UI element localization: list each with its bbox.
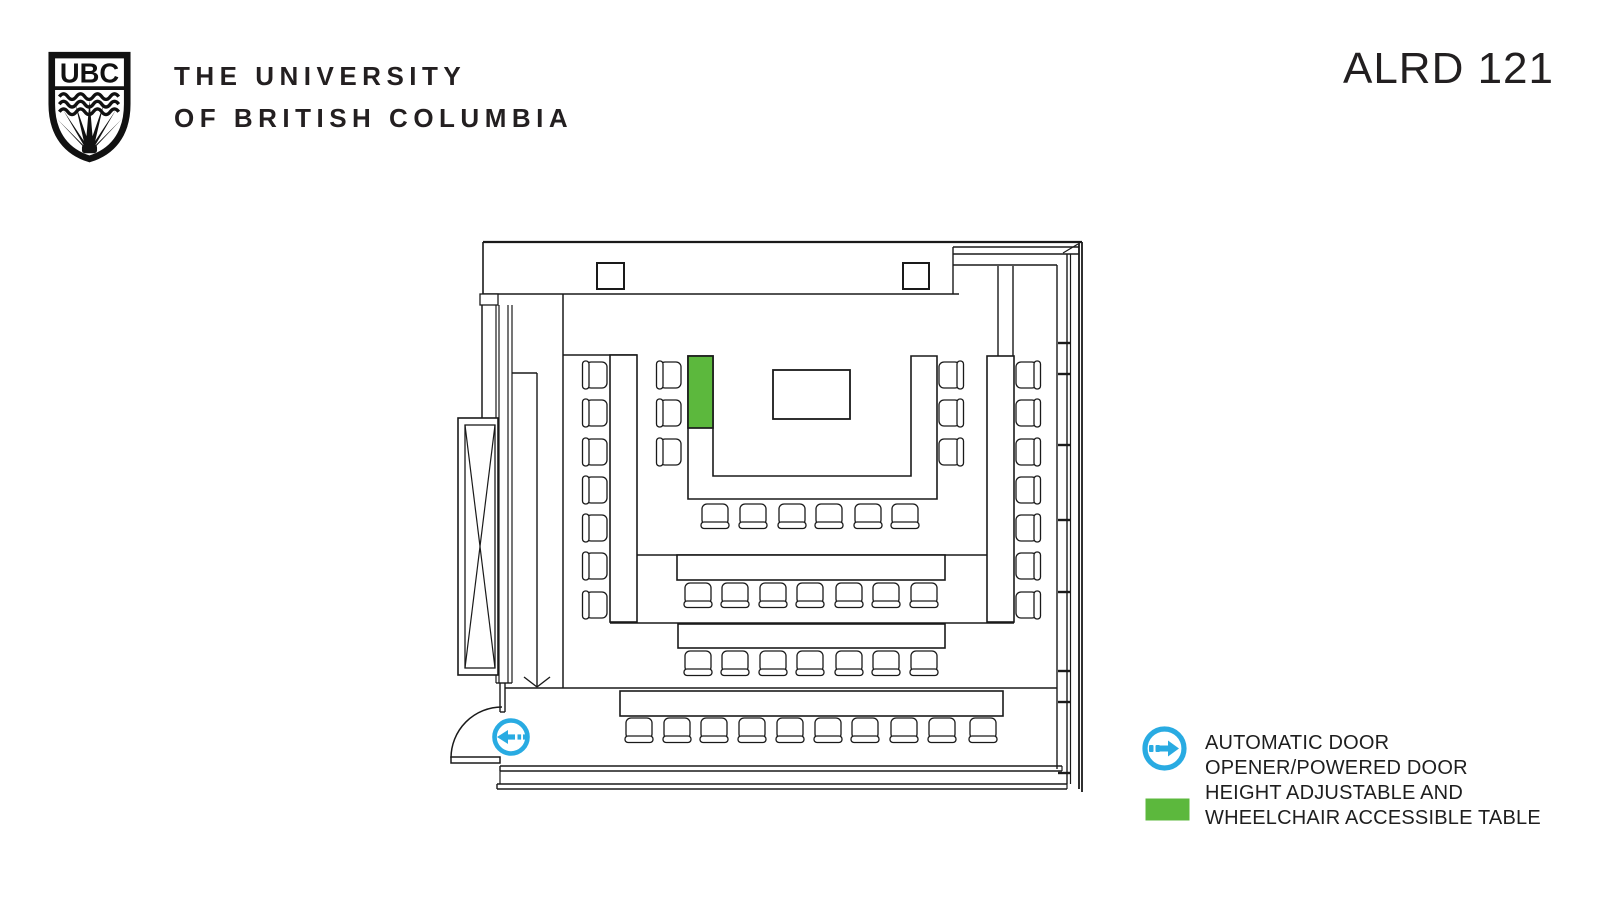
accessible-table-swatch <box>1145 798 1190 821</box>
legend-accessible-table-line1: HEIGHT ADJUSTABLE AND <box>1205 782 1463 804</box>
chair <box>938 398 965 428</box>
chair <box>1015 475 1042 505</box>
university-name: THE UNIVERSITY OF BRITISH COLUMBIA <box>174 56 573 139</box>
window-shaft-diagonal <box>464 424 496 669</box>
legend-automatic-door-line1: AUTOMATIC DOOR <box>1205 732 1390 754</box>
ubc-logo: UBC <box>48 51 131 163</box>
chair <box>834 650 864 677</box>
legend-item-accessible-table: HEIGHT ADJUSTABLE AND WHEELCHAIR ACCESSI… <box>1205 781 1541 831</box>
chair <box>662 717 692 744</box>
wall-notch <box>479 293 499 306</box>
chair <box>795 650 825 677</box>
chair <box>738 503 768 530</box>
chair <box>737 717 767 744</box>
lectern-table <box>772 369 851 420</box>
chair <box>758 650 788 677</box>
chair <box>1015 398 1042 428</box>
chair <box>581 551 608 581</box>
chair <box>909 582 939 609</box>
shield-sunburst <box>57 100 122 154</box>
chair <box>890 503 920 530</box>
chair <box>581 590 608 620</box>
chair <box>1015 437 1042 467</box>
university-name-line2: OF BRITISH COLUMBIA <box>174 102 574 133</box>
accessible-table-swatch-rect <box>1145 798 1190 821</box>
chair <box>814 503 844 530</box>
third-row-table <box>677 623 946 649</box>
chair <box>720 650 750 677</box>
chair <box>581 437 608 467</box>
chair <box>581 513 608 543</box>
door-opener-arrow <box>1149 740 1179 757</box>
chair <box>968 717 998 744</box>
egress-arrow-head <box>536 676 551 688</box>
column <box>902 262 930 290</box>
chair <box>871 582 901 609</box>
chair <box>655 437 682 467</box>
chair <box>758 582 788 609</box>
door-swing-arc <box>450 706 503 759</box>
door-opener-arrow <box>497 730 527 744</box>
column <box>596 262 625 290</box>
chair <box>813 717 843 744</box>
chair <box>699 717 729 744</box>
accessible-table <box>687 355 714 429</box>
chair <box>775 717 805 744</box>
left-counter-table <box>609 354 638 623</box>
chair <box>777 503 807 530</box>
chair <box>1015 513 1042 543</box>
room-title: ALRD 121 <box>1342 44 1554 93</box>
chair <box>889 717 919 744</box>
automatic-door-opener-icon <box>1142 726 1187 771</box>
chair <box>1015 551 1042 581</box>
chair <box>581 475 608 505</box>
chair <box>795 582 825 609</box>
back-row-table <box>619 690 1004 717</box>
chair <box>834 582 864 609</box>
chair <box>871 650 901 677</box>
university-name-line1: THE UNIVERSITY <box>174 61 467 91</box>
chair <box>683 650 713 677</box>
chair <box>624 717 654 744</box>
chair <box>850 717 880 744</box>
legend-accessible-table-line2: WHEELCHAIR ACCESSIBLE TABLE <box>1205 807 1541 829</box>
egress-arrow-head <box>523 676 538 688</box>
chair <box>683 582 713 609</box>
legend-automatic-door-line2: OPENER/POWERED DOOR <box>1205 757 1468 779</box>
chair <box>581 360 608 390</box>
chair <box>581 398 608 428</box>
right-counter-table <box>986 355 1015 623</box>
second-row-table <box>676 554 946 581</box>
chair <box>720 582 750 609</box>
chair <box>909 650 939 677</box>
chair <box>853 503 883 530</box>
floor-plan <box>450 240 1083 792</box>
entrance-door-leaf <box>450 756 501 764</box>
chair <box>1015 360 1042 390</box>
automatic-door-opener-icon <box>492 718 530 756</box>
chair <box>700 503 730 530</box>
chair <box>655 360 682 390</box>
chair <box>938 437 965 467</box>
ubc-monogram: UBC <box>60 57 119 88</box>
legend-item-automatic-door: AUTOMATIC DOOR OPENER/POWERED DOOR <box>1205 731 1468 781</box>
wall-corner-hatch <box>1062 243 1079 254</box>
chair <box>655 398 682 428</box>
chair <box>927 717 957 744</box>
chair <box>938 360 965 390</box>
chair <box>1015 590 1042 620</box>
